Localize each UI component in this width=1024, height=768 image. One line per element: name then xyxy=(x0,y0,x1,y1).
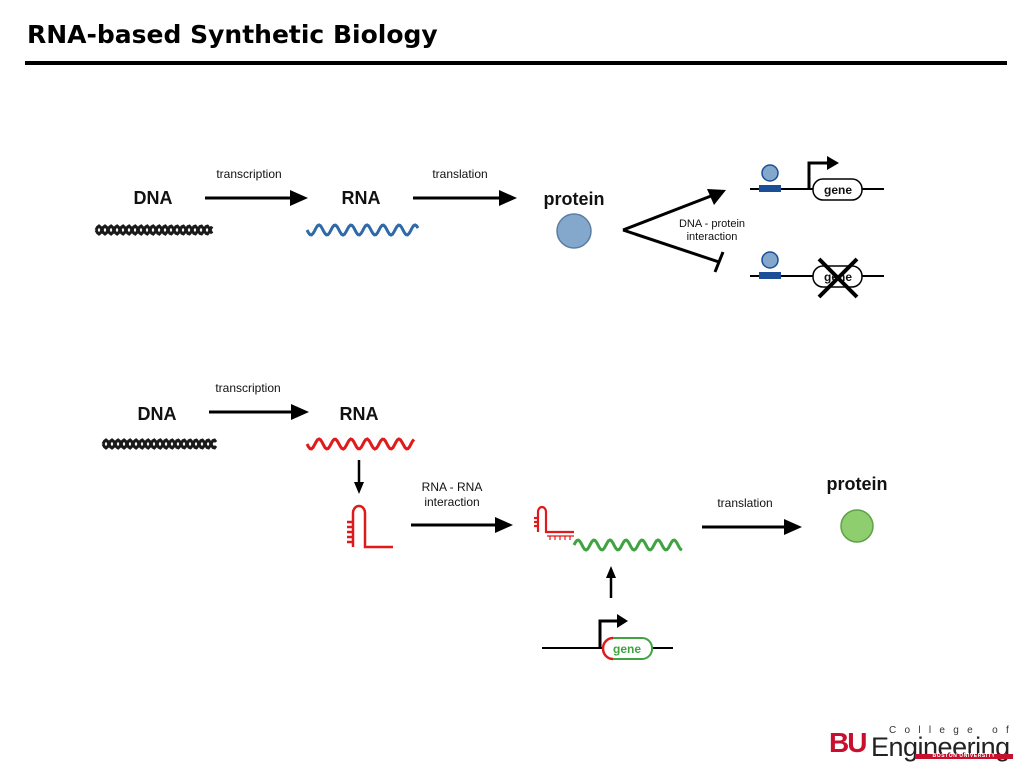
top-rna-label: RNA xyxy=(342,188,381,208)
top-transcription-label: transcription xyxy=(216,167,281,181)
bottom-protein-circle xyxy=(840,509,874,543)
gene-box-red-segment xyxy=(601,636,614,661)
dna-protein-interaction-label-2: interaction xyxy=(687,231,738,243)
expression-up-arrow xyxy=(606,566,616,598)
bottom-translation-arrow xyxy=(702,519,802,535)
operator-site xyxy=(759,185,781,192)
promoter-arrow xyxy=(807,161,829,189)
top-rna-wave xyxy=(305,223,420,237)
top-dna-label: DNA xyxy=(134,188,173,208)
top-panel: DNA transcription RNA translation protei… xyxy=(94,156,884,299)
target-gene-label: gene xyxy=(613,642,641,656)
bottom-dna-helix-strand xyxy=(101,438,218,450)
bottom-protein-label: protein xyxy=(827,474,888,494)
logo-college-of: College of xyxy=(889,725,1018,736)
repressed-gene-construct: gene xyxy=(750,251,884,299)
bottom-transcription-label: transcription xyxy=(215,381,280,395)
title-divider xyxy=(25,61,1007,65)
top-protein-circle xyxy=(556,213,592,249)
bottom-translation-label: translation xyxy=(717,496,772,510)
dna-protein-branch xyxy=(622,189,726,273)
top-dna-helix-strand xyxy=(94,224,214,236)
repression-x-icon xyxy=(817,257,859,299)
rna-rna-interaction-label-2: interaction xyxy=(424,495,479,509)
bound-protein xyxy=(761,164,779,182)
logo-bu-mark: BU xyxy=(829,727,867,758)
gene-box xyxy=(812,178,863,201)
top-protein-label: protein xyxy=(544,189,605,209)
rna-hairpin xyxy=(347,504,393,549)
active-gene-construct: gene xyxy=(750,156,884,201)
rna-complex xyxy=(534,505,683,552)
top-transcription-arrow xyxy=(205,190,308,206)
bottom-dna-label: DNA xyxy=(138,404,177,424)
slide-title: RNA-based Synthetic Biology xyxy=(27,20,438,49)
target-gene-construct: gene xyxy=(542,614,673,661)
folding-arrow xyxy=(354,460,364,494)
promoter-arrow xyxy=(598,619,619,648)
bu-engineering-logo: BU College of Engineering BOSTON UNIVERS… xyxy=(829,726,1019,766)
active-gene-label: gene xyxy=(824,183,852,197)
rna-rna-interaction-label-1: RNA - RNA xyxy=(422,480,483,494)
operator-site xyxy=(759,272,781,279)
top-translation-arrow xyxy=(413,190,517,206)
mrna-wave xyxy=(572,538,683,552)
bound-protein xyxy=(761,251,779,269)
dna-protein-interaction-label-1: DNA - protein xyxy=(679,218,745,230)
top-translation-label: translation xyxy=(432,167,487,181)
logo-boston-university: BOSTON UNIVERSITY xyxy=(932,753,996,759)
bottom-rna-label: RNA xyxy=(340,404,379,424)
rna-rna-interaction-arrow xyxy=(411,517,513,533)
bottom-panel: DNA transcription RNA RNA - RNA interact… xyxy=(101,381,888,661)
bottom-transcription-arrow xyxy=(209,404,309,420)
logo-red-bar xyxy=(915,754,1013,759)
bottom-rna-wave xyxy=(305,437,416,451)
